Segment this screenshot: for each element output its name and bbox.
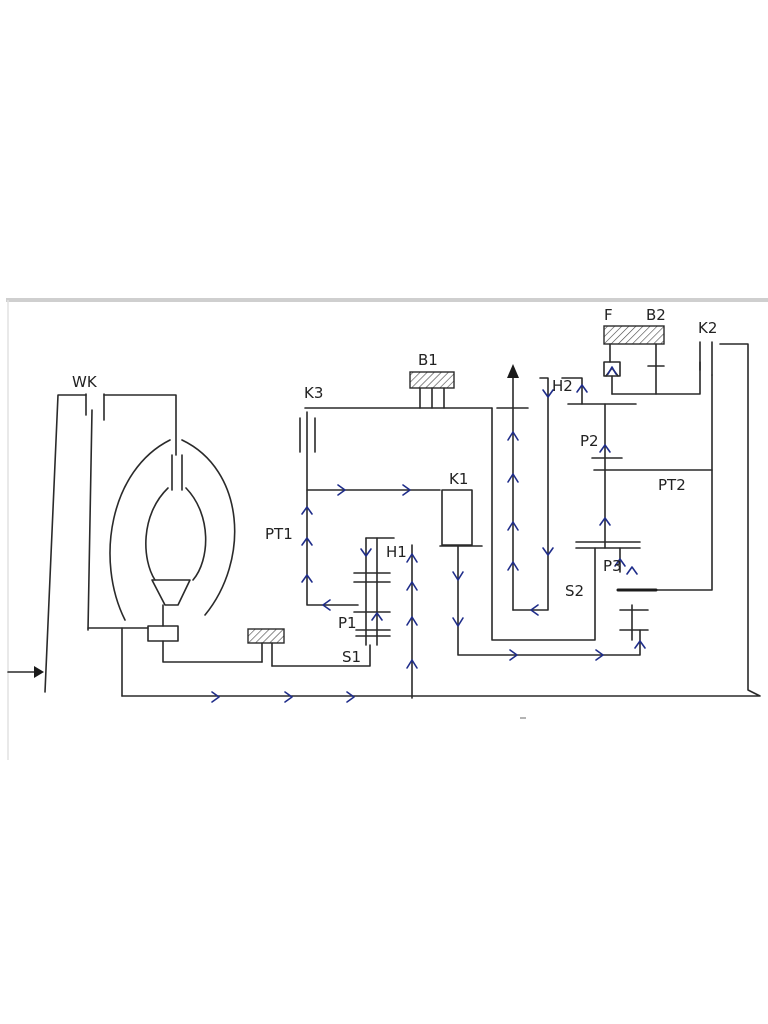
label-p1: P1 (338, 614, 357, 632)
torque-converter (44, 393, 263, 697)
label-b1: B1 (418, 351, 438, 369)
label-k3: K3 (304, 384, 323, 402)
label-s2: S2 (565, 582, 584, 600)
label-h2: H2 (552, 377, 573, 395)
output-shaft (496, 364, 549, 611)
label-k2: K2 (698, 319, 717, 337)
ground-block-1 (247, 628, 371, 667)
pt1-frame (299, 407, 493, 606)
label-s1: S1 (342, 648, 361, 666)
label-wk: WK (72, 373, 98, 391)
planetary-set-1 (353, 537, 395, 646)
planetary-set-2 (561, 377, 713, 641)
label-p3: P3 (603, 557, 622, 575)
k1-clutch (439, 489, 641, 656)
label-p2: P2 (580, 432, 599, 450)
k2-clutch (619, 341, 713, 591)
label-pt2: PT2 (658, 476, 686, 494)
paper-edges (6, 298, 768, 760)
component-labels: WK B1 K3 K1 PT1 H1 P1 S1 F B2 K2 H2 P2 P… (72, 306, 717, 666)
main-shafts (121, 343, 761, 699)
label-k1: K1 (449, 470, 468, 488)
label-f: F (604, 306, 613, 324)
label-h1: H1 (386, 543, 407, 561)
b2-brake (603, 325, 701, 395)
label-pt1: PT1 (265, 525, 293, 543)
label-b2: B2 (646, 306, 666, 324)
b1-brake (409, 371, 455, 409)
input-arrow-icon (7, 666, 44, 678)
power-flow-arrows (211, 366, 646, 703)
